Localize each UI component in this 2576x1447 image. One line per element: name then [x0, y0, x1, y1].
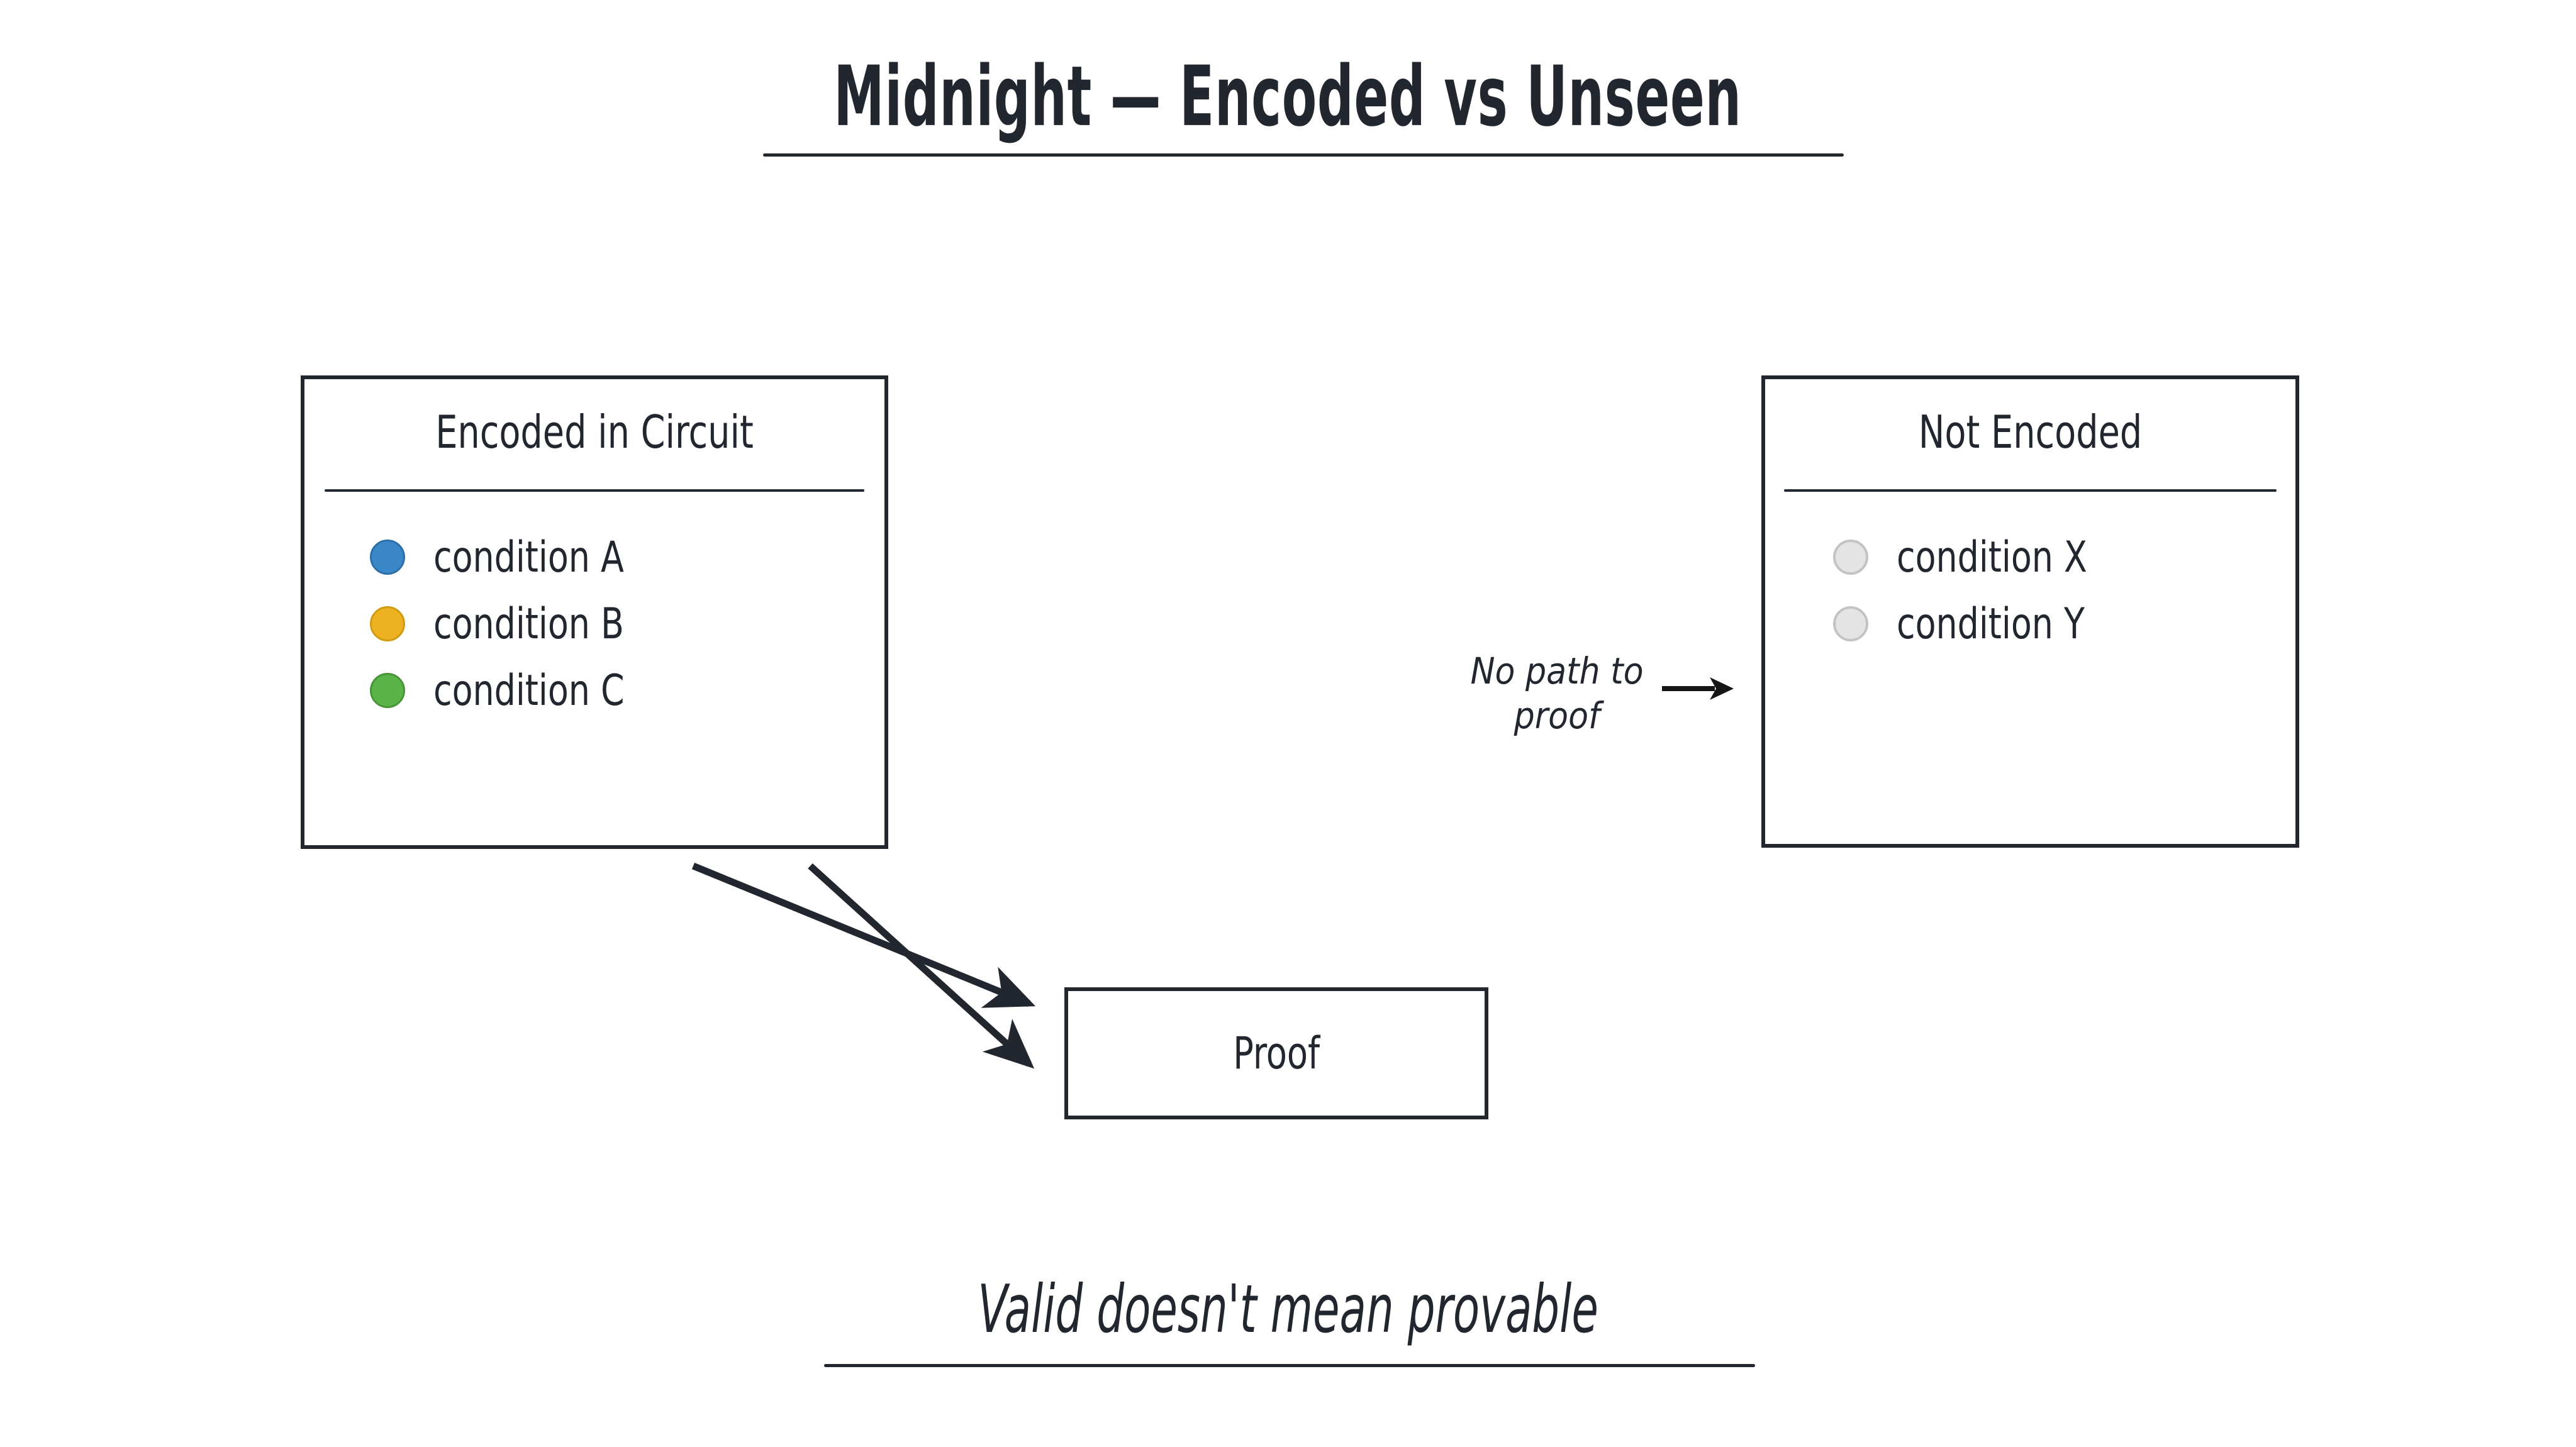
right-arrow-icon: [1662, 677, 1734, 700]
arrow-encoded-to-proof-1: [691, 862, 1036, 1008]
footer-caption: Valid doesn't mean provable: [978, 1270, 1598, 1348]
page-title: Midnight — Encoded vs Unseen: [834, 48, 1742, 145]
list-item-label: condition A: [433, 532, 624, 582]
proof-node-label: Proof: [1233, 1028, 1320, 1079]
list-item-label: condition B: [433, 599, 624, 649]
panel-not-encoded-list: condition X condition Y: [1765, 524, 2363, 657]
list-item-label: condition C: [433, 665, 625, 716]
page-title-block: Midnight — Encoded vs Unseen: [0, 55, 2576, 138]
list-item-label: condition Y: [1897, 599, 2085, 649]
list-item: condition B: [370, 590, 950, 657]
panel-not-encoded-header: Not Encoded: [1918, 406, 2143, 458]
footer-underline: [824, 1364, 1755, 1367]
status-dot-green-icon: [370, 673, 405, 708]
list-item: condition X: [1833, 524, 2363, 590]
status-dot-blue-icon: [370, 540, 405, 575]
no-path-annotation-line-2: proof: [1514, 694, 1600, 737]
list-item: condition A: [370, 524, 950, 590]
proof-node: Proof: [1064, 987, 1488, 1119]
panel-encoded-divider: [325, 489, 864, 492]
panel-not-encoded-divider: [1783, 489, 2277, 492]
list-item-label: condition X: [1897, 532, 2087, 582]
no-path-annotation: No path to proof: [1387, 649, 1727, 738]
arrow-encoded-to-proof-2: [808, 863, 1035, 1069]
page-title-underline: [763, 153, 1844, 157]
status-dot-gray-icon: [1833, 540, 1868, 575]
panel-encoded-header: Encoded in Circuit: [435, 406, 754, 458]
list-item: condition Y: [1833, 590, 2363, 657]
panel-encoded-in-circuit: Encoded in Circuit condition A condition…: [301, 375, 888, 849]
status-dot-amber-icon: [370, 606, 405, 641]
list-item: condition C: [370, 657, 950, 724]
panel-not-encoded: Not Encoded condition X condition Y: [1761, 375, 2299, 848]
status-dot-gray-icon: [1833, 606, 1868, 641]
footer-block: Valid doesn't mean provable: [0, 1270, 2576, 1348]
panel-encoded-list: condition A condition B condition C: [304, 524, 950, 724]
no-path-annotation-line-1: No path to: [1470, 650, 1644, 692]
